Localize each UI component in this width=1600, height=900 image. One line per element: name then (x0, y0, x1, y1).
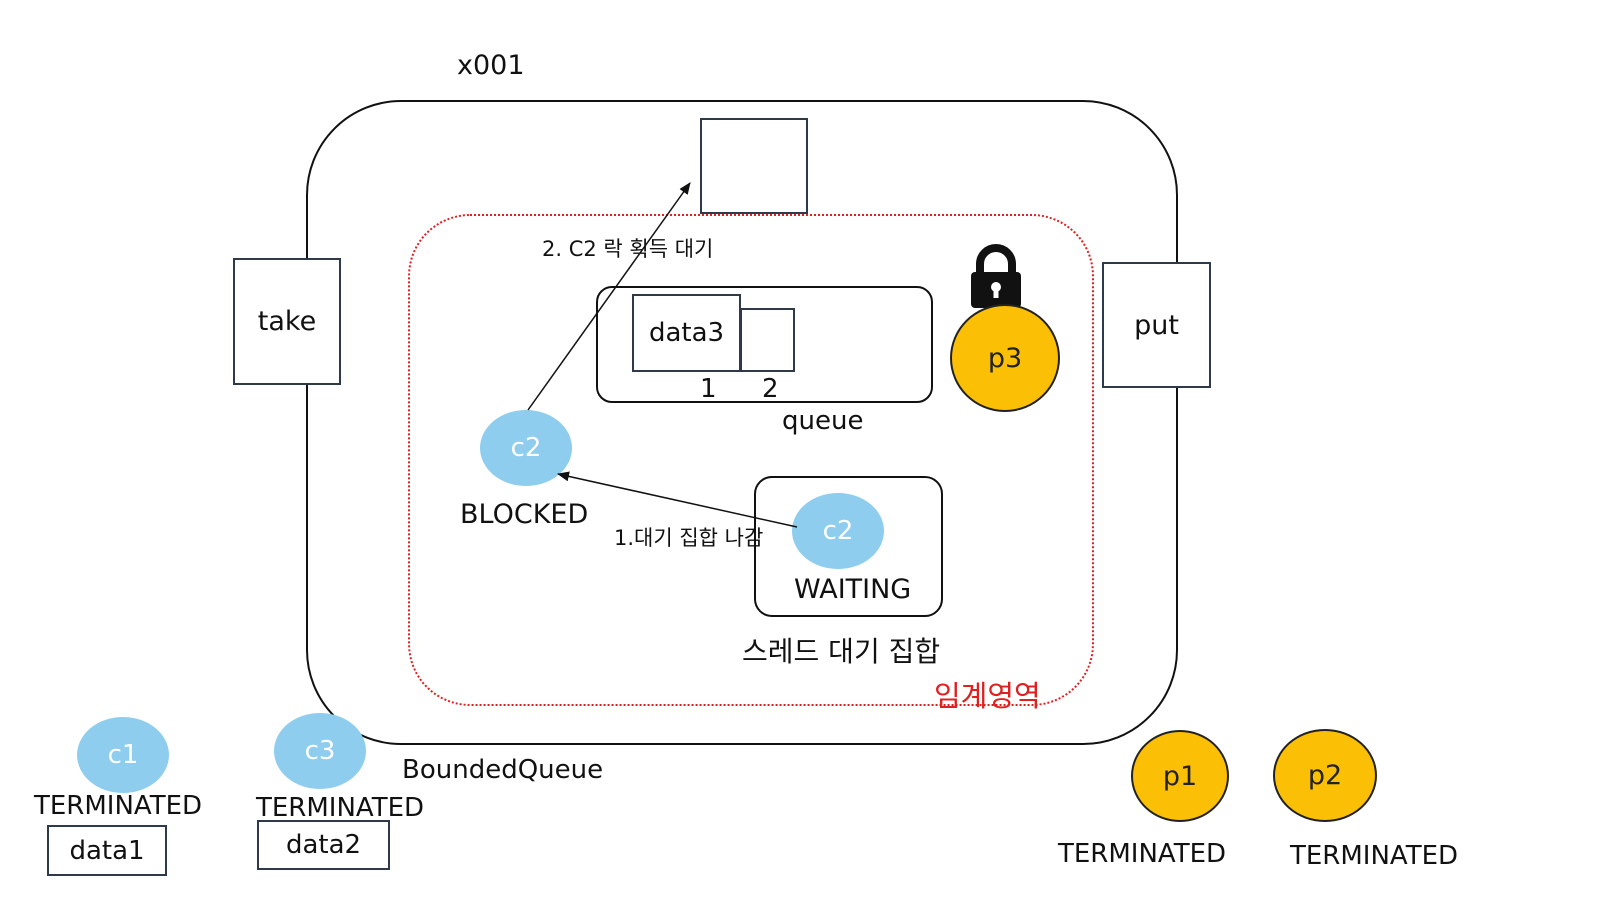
take-method-box: take (233, 258, 341, 385)
put-method-box: put (1102, 262, 1211, 388)
thread-c1-label: c1 (107, 740, 139, 770)
step1-label: 1.대기 집합 나감 (614, 526, 764, 550)
queue-slot-1-content: data3 (648, 318, 725, 348)
thread-p2: p2 (1273, 729, 1377, 822)
thread-c2-waiting: c2 (792, 493, 884, 569)
blocked-state-label: BLOCKED (460, 499, 589, 530)
thread-p3-label: p3 (987, 342, 1023, 374)
thread-c1-state: TERMINATED (34, 791, 203, 821)
lock-icon (968, 244, 1024, 310)
thread-c1-data-box: data1 (47, 825, 167, 876)
waiting-state-label: WAITING (794, 574, 912, 605)
queue-slot-2-index: 2 (762, 374, 779, 404)
thread-c1-data: data1 (69, 835, 145, 866)
thread-p1-state: TERMINATED (1058, 839, 1227, 869)
class-label: BoundedQueue (402, 755, 604, 785)
wait-set-label: 스레드 대기 집합 (742, 635, 941, 668)
step2-label: 2. C2 락 획득 대기 (542, 237, 714, 261)
thread-c3-label: c3 (304, 736, 336, 766)
thread-c3: c3 (274, 713, 366, 789)
critical-section-region (408, 214, 1094, 706)
thread-p1: p1 (1131, 730, 1229, 822)
take-label: take (257, 306, 317, 337)
thread-c3-state: TERMINATED (256, 793, 425, 823)
instance-label: x001 (457, 50, 525, 81)
queue-slot-1: data3 (632, 294, 741, 372)
thread-c3-data-box: data2 (257, 820, 390, 870)
critical-section-label: 임계영역 (934, 679, 1041, 713)
thread-c2-blocked: c2 (480, 410, 572, 486)
thread-p2-state: TERMINATED (1290, 841, 1459, 871)
thread-c2-blocked-label: c2 (510, 433, 542, 463)
thread-p3-lock-holder: p3 (950, 304, 1060, 412)
put-label: put (1134, 309, 1179, 341)
wait-set-container (754, 476, 943, 617)
lock-slot-box (700, 118, 808, 214)
bounded-queue-container (306, 100, 1178, 745)
thread-p1-label: p1 (1162, 760, 1198, 792)
queue-label: queue (782, 406, 864, 436)
thread-p2-label: p2 (1307, 760, 1343, 791)
thread-c2-waiting-label: c2 (822, 516, 854, 546)
thread-c1: c1 (77, 717, 169, 793)
thread-c3-data: data2 (285, 830, 362, 860)
queue-slot-2 (740, 308, 795, 372)
queue-slot-1-index: 1 (700, 374, 717, 404)
